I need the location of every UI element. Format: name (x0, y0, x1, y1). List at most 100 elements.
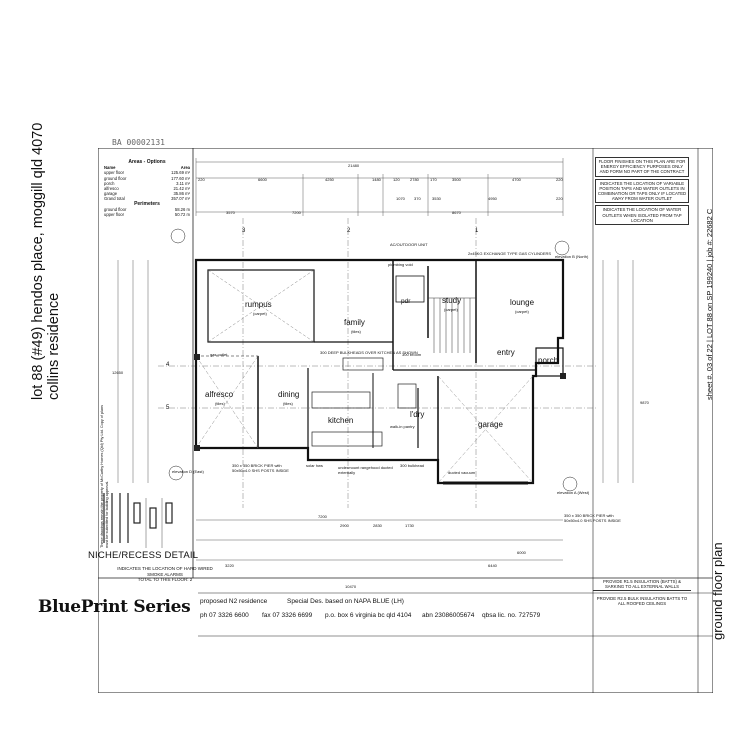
finish-rumpus: (carpet) (253, 311, 267, 316)
room-dining: dining (278, 390, 300, 399)
room-ldry: l'dry (410, 410, 425, 419)
area-value: 21.42 m² (173, 186, 190, 192)
plan-notes: FLOOR FINISHES ON THIS PLAN ARE FOR ENER… (595, 157, 689, 227)
project-client: collins residence (46, 292, 62, 400)
areas-col-area: Area (180, 165, 190, 171)
dim-bottom: 3220 (225, 563, 234, 568)
area-name: Grand total (104, 196, 125, 202)
dim-top: 1480 (372, 177, 381, 182)
area-value: 125.69 m² (171, 170, 190, 176)
dim-second: 370 (414, 196, 421, 201)
room-kitchen: kitchen (328, 416, 354, 425)
plan-title: ground floor plan (710, 542, 725, 640)
dim-top: 2780 (410, 177, 419, 182)
dim-second: 8670 (452, 210, 461, 215)
room-entry: entry (497, 348, 515, 357)
footer-design: Special Des. based on NAPA BLUE (LH) (287, 598, 404, 605)
dim-right-overall: 9870 (640, 400, 649, 405)
elevation-west: elevation A (West) (557, 490, 590, 495)
note-ducted-vacuum: ducted vacuum (448, 470, 476, 475)
area-value: 357.07 m² (171, 196, 190, 202)
room-study: study (442, 296, 462, 305)
dim-second: 3530 (432, 196, 441, 201)
room-lounge: lounge (510, 298, 535, 307)
grid-label: 3 (242, 228, 246, 234)
finish-study: (carpet) (444, 307, 458, 312)
insulation-ceilings: PROVIDE R2.5 BULK INSULATION BATTS TO AL… (596, 596, 688, 607)
area-value: 35.86 m² (173, 191, 190, 197)
project-address: lot 88 (#49) hendos place, moggill qld 4… (30, 122, 46, 400)
area-name: alfresco (104, 186, 119, 192)
copyright-note: These drawings remain the property of Mc… (100, 404, 109, 548)
dim-top: 4250 (325, 177, 334, 182)
dim-second: 3570 (226, 210, 235, 215)
grid-label: 4 (166, 362, 170, 368)
dim-second: 220 (556, 196, 563, 201)
dim-bottom: 2900 (340, 523, 349, 528)
note-ac-unit: AC/OUTDOOR UNIT (390, 242, 428, 247)
dim-bottom: 1730 (405, 523, 414, 528)
project-title: lot 88 (#49) hendos place, moggill qld 4… (30, 122, 62, 400)
document-reference: BA 00002131 (112, 138, 165, 147)
dim-bottom: 2830 (373, 523, 382, 528)
note-plumbing-void: plumbing void (388, 262, 413, 267)
smoke-alarm-total: TOTAL TO THIS FLOOR: 2 (137, 577, 193, 583)
note-bulkheads: 300 DEEP BULKHEADS OVER KITCHEN AS SHOWN (320, 350, 418, 355)
note-gas-cylinders: 2x45KG EXCHANGE TYPE GAS CYLINDERS (468, 251, 552, 256)
dim-top: 3500 (452, 177, 461, 182)
note-brick-pier-right: 350 x 350 BRICK PIER with 50x50x4.0 SHS … (564, 513, 621, 523)
dim-bottom: 6440 (488, 563, 497, 568)
footer-qbsa: qbsa lic. no. 727579 (482, 612, 541, 619)
sheet-identifier: sheet #. 03 of 22 | LOT 88 on SP 199240 … (705, 208, 714, 400)
dim-top: 220 (198, 177, 205, 182)
areas-col-name: Name (104, 165, 116, 171)
dim-top: 6600 (258, 177, 267, 182)
grid-label: 5 (166, 405, 170, 411)
room-family: family (344, 318, 365, 327)
dim-top: 220 (556, 177, 563, 182)
dim-top: 120 (393, 177, 400, 182)
note-water-outlets: INDICATES THE LOCATION OF WATER OUTLETS … (595, 205, 689, 226)
dim-left-overall: 12650 (112, 370, 124, 375)
elevation-east: elevation D (East) (172, 469, 204, 474)
dim-bottom-overall: 10470 (345, 584, 357, 589)
perimeters-title: Perimeters (134, 200, 160, 207)
dim-top: 4700 (512, 177, 521, 182)
area-value: 177.60 m² (171, 175, 190, 181)
areas-row: alfresco 21.42 m² (104, 186, 190, 191)
smoke-alarm-legend: INDICATES THE LOCATION OF HARD WIRED SMO… (116, 566, 214, 583)
room-pantry: walk-in pantry (390, 424, 415, 429)
niche-detail-title: NICHE/RECESS DETAIL (88, 550, 199, 561)
insulation-walls: PROVIDE R1.5 INSULATION (BATTS) & SARKIN… (593, 579, 691, 591)
finish-lounge: (carpet) (515, 309, 529, 314)
dim-second: 7200 (292, 210, 301, 215)
dim-overall: 21480 (348, 163, 360, 168)
smoke-alarm-note: INDICATES THE LOCATION OF HARD WIRED SMO… (117, 566, 213, 577)
note-brick-pier-left: 350 x 350 BRICK PIER with 50x50x4.0 SHS … (232, 463, 289, 473)
finish-alfresco: (tiles) (215, 401, 225, 406)
footer-abn: abn 23086005674 (422, 612, 475, 619)
note-broom: 300 broom (402, 352, 422, 357)
areas-row: Grand total 357.07 m² (104, 196, 190, 201)
areas-row: garage 35.86 m² (104, 191, 190, 196)
room-alfresco: alfresco (205, 390, 234, 399)
footer-proposed: proposed N2 residence (200, 598, 268, 605)
elevation-north: elevation B (North) (555, 254, 589, 259)
area-name: garage (104, 191, 118, 197)
footer-fax: fax 07 3326 6699 (262, 612, 313, 619)
grid-label: 2 (347, 228, 351, 234)
note-gas-outlet: gas outlet (210, 352, 228, 357)
room-rumpus: rumpus (245, 300, 272, 309)
room-porch: porch (538, 356, 559, 365)
finish-family: (tiles) (351, 329, 361, 334)
brand-logo: BluePrint Series (38, 597, 191, 617)
dim-bottom: 7200 (318, 514, 327, 519)
finish-dining: (tiles) (283, 401, 293, 406)
areas-header: Name Area (104, 165, 190, 170)
perimeter-value: 58.26 m (174, 206, 190, 212)
area-value: 3.11 m² (176, 180, 190, 186)
